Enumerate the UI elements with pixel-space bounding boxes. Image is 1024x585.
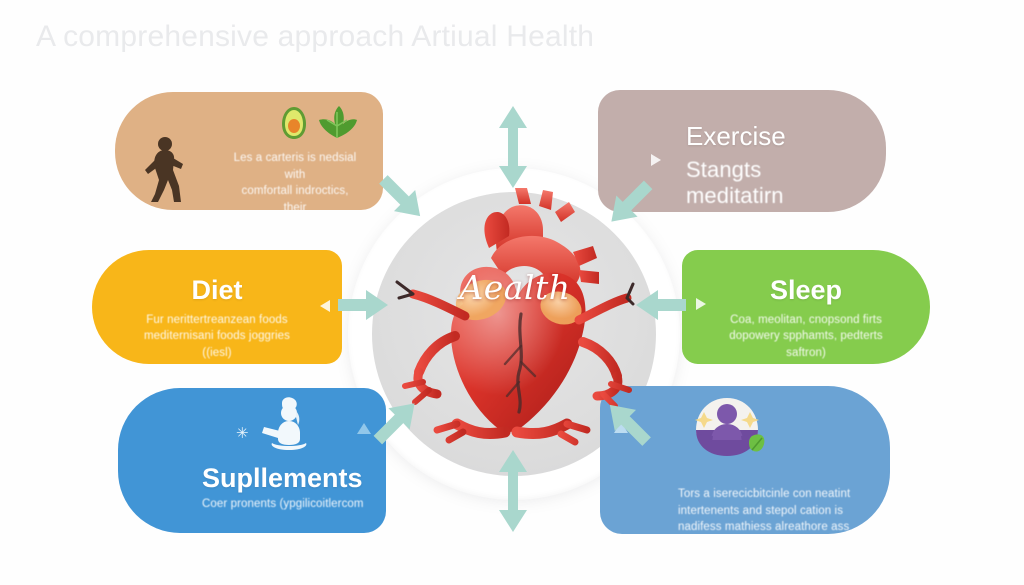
sparkle-icon: ✳ — [236, 425, 249, 442]
card-diet-title: Diet — [191, 275, 243, 305]
arrow-bottom-double — [496, 448, 530, 539]
supplements-pointer-nub — [356, 422, 372, 441]
arrow-bottomright-inward — [596, 388, 663, 455]
card-mindfulness-line-1: Tors a iserecicbitcinle con neatint — [678, 488, 851, 500]
arrow-bottomleft-inward — [364, 390, 431, 457]
card-exercise-line-1: Stangts meditatirn — [686, 156, 784, 208]
diet-pointer-nub — [318, 298, 332, 319]
exercise-pointer-nub — [648, 152, 664, 173]
card-sleep-line-3: saftron) — [786, 347, 826, 360]
leaf-icon — [612, 420, 630, 441]
leafy-greens-icon — [315, 104, 359, 145]
arrow-left-right — [336, 288, 390, 327]
meditating-person-icon — [258, 393, 320, 460]
walking-person-icon — [141, 136, 187, 209]
card-exercise-left[interactable]: Les a carteris is nedsial with comfortal… — [115, 92, 383, 210]
card-supplements-title: Supllements — [202, 463, 363, 493]
card-exercise-left-line-1: Les a carteris is nedsial with — [233, 152, 357, 181]
card-diet-line-3: ((iesl) — [202, 347, 232, 360]
card-diet[interactable]: Diet Fur nerittertreanzean foods mediter… — [92, 250, 342, 364]
card-diet-line-1: Fur nerittertreanzean foods — [146, 313, 288, 326]
card-sleep[interactable]: Sleep Coa, meolitan, cnopsond firts dopo… — [682, 250, 930, 364]
card-sleep-line-1: Coa, meolitan, cnopsond firts — [730, 313, 882, 326]
card-mindfulness-line-2: intertenents and stepol cation is — [678, 504, 844, 517]
page-title: A comprehensive approach Artiual Health — [36, 20, 595, 53]
arrow-top-double — [496, 104, 530, 195]
card-sleep-title: Sleep — [769, 275, 843, 305]
card-mindfulness-line-3: nadifess mathiess alreathore ass — [678, 521, 850, 534]
card-diet-line-2: mediternisani foods joggries — [144, 330, 290, 343]
meditating-person-purple-icon — [688, 392, 766, 471]
card-sleep-line-2: dopowery spphamts, pedterts — [729, 330, 883, 343]
card-exercise-title: Exercise — [686, 121, 786, 151]
card-mindfulness[interactable]: Tors a iserecicbitcinle con neatint inte… — [600, 386, 890, 534]
avocado-icon — [281, 106, 307, 145]
anatomical-heart-icon — [393, 186, 635, 485]
arrow-right-left — [634, 288, 688, 327]
arrow-topleft-inward — [366, 166, 433, 233]
card-exercise-line-2: (loylrars) — [686, 210, 864, 212]
card-exercise-left-line-2: comfortall indroctics, their — [241, 185, 349, 210]
card-supplements-line-1: Coer pronents (ypgilicoitlercom — [202, 497, 364, 510]
card-supplements[interactable]: ✳ Supllements Coer pronents (ypgilicoitl… — [118, 388, 386, 533]
sleep-pointer-nub — [694, 296, 708, 317]
arrow-topright-inward — [594, 168, 661, 235]
